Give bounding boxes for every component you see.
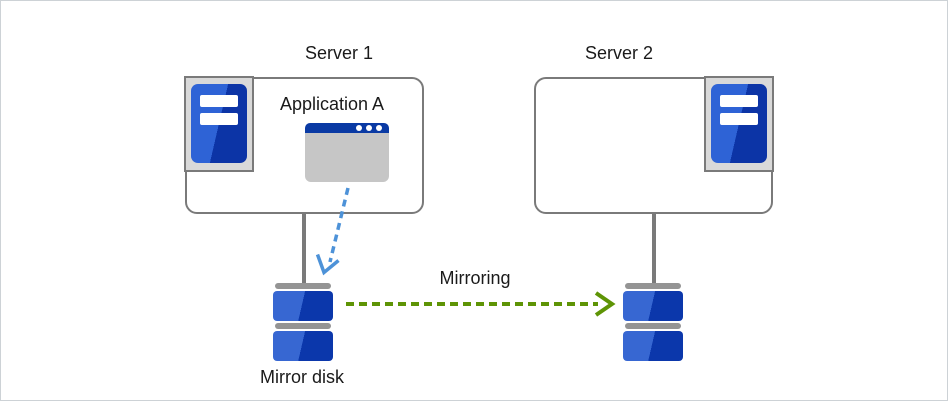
server1-disk-connector bbox=[302, 214, 306, 284]
disk-cap bbox=[625, 323, 681, 329]
mirroring-arrow-icon bbox=[346, 291, 616, 317]
window-dot bbox=[376, 125, 382, 131]
server2-disk-connector bbox=[652, 214, 656, 284]
mirror-disk-icon bbox=[623, 283, 683, 361]
server-slot-bar bbox=[720, 95, 758, 107]
mirror-disk-label: Mirror disk bbox=[260, 367, 344, 387]
disk-platter bbox=[623, 291, 683, 321]
application-label: Application A bbox=[279, 94, 385, 114]
mirror-disk-icon bbox=[273, 283, 333, 361]
disk-platter bbox=[623, 331, 683, 361]
server-tower-icon bbox=[711, 84, 767, 163]
server2-title: Server 2 bbox=[584, 43, 654, 63]
app-window-dots bbox=[356, 125, 382, 131]
disk-cap bbox=[275, 323, 331, 329]
mirroring-label: Mirroring bbox=[439, 268, 511, 288]
disk-platter bbox=[273, 291, 333, 321]
app-window-body bbox=[305, 133, 389, 182]
disk-cap bbox=[625, 283, 681, 289]
disk-cap bbox=[275, 283, 331, 289]
app-window-titlebar bbox=[305, 123, 389, 133]
server2-icon-frame bbox=[704, 76, 774, 172]
server-slot-bar bbox=[200, 113, 238, 125]
window-dot bbox=[366, 125, 372, 131]
server1-icon-frame bbox=[184, 76, 254, 172]
server-slot-bar bbox=[720, 113, 758, 125]
window-dot bbox=[356, 125, 362, 131]
server-slot-bar bbox=[200, 95, 238, 107]
server-tower-icon bbox=[191, 84, 247, 163]
disk-platter bbox=[273, 331, 333, 361]
app-window-icon bbox=[305, 123, 389, 182]
server1-title: Server 1 bbox=[304, 43, 374, 63]
